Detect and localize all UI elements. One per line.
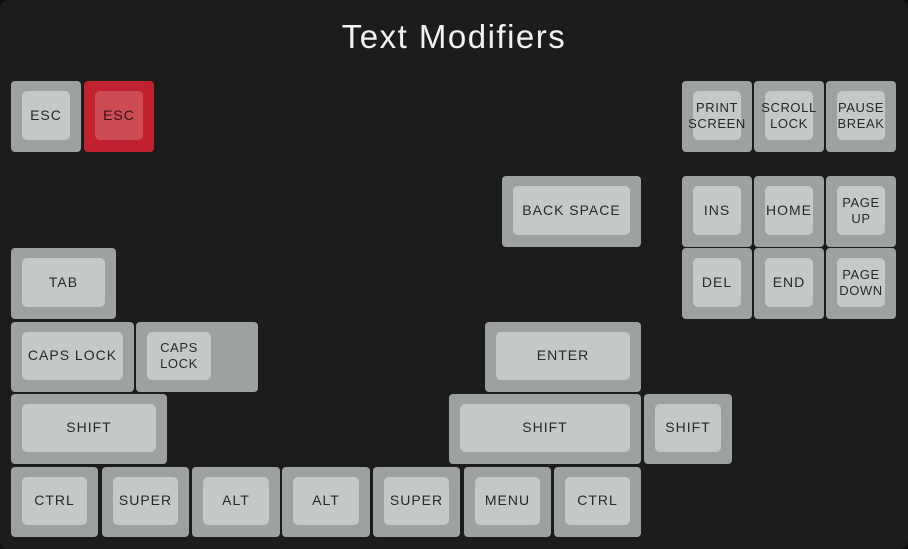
key-label: PRINT SCREEN: [688, 99, 746, 131]
key-esc-red[interactable]: ESC: [84, 81, 154, 152]
key-ctrl-left-top: CTRL: [22, 477, 87, 525]
key-scroll-lock-top: SCROLL LOCK: [761, 91, 816, 140]
key-label: SUPER: [118, 492, 173, 509]
key-label: SHIFT: [522, 419, 568, 436]
key-label: DEL: [701, 273, 733, 290]
key-label: SHIFT: [665, 419, 711, 436]
key-ins[interactable]: INS: [682, 176, 752, 247]
key-backspace[interactable]: BACK SPACE: [502, 176, 641, 247]
key-label: CAPS LOCK: [160, 340, 198, 371]
key-label: ALT: [222, 492, 250, 509]
key-enter-top: ENTER: [496, 332, 630, 380]
key-enter[interactable]: ENTER: [485, 322, 641, 392]
key-label: SUPER: [389, 492, 444, 509]
key-shift-left-top: SHIFT: [22, 404, 156, 452]
key-ctrl-right[interactable]: CTRL: [554, 467, 641, 537]
key-backspace-top: BACK SPACE: [513, 186, 630, 235]
key-home[interactable]: HOME: [754, 176, 824, 247]
key-del[interactable]: DEL: [682, 248, 752, 319]
key-ctrl-left[interactable]: CTRL: [11, 467, 98, 537]
key-shift-middle-top: SHIFT: [460, 404, 630, 452]
key-pause-break-top: PAUSE BREAK: [837, 91, 885, 140]
key-label: ESC: [30, 106, 62, 123]
key-label: BACK SPACE: [522, 201, 621, 218]
key-tab-top: TAB: [22, 258, 105, 307]
key-page-up[interactable]: PAGE UP: [826, 176, 896, 247]
key-caps-lock-stepped-top: CAPS LOCK: [147, 332, 211, 380]
key-caps-lock[interactable]: CAPS LOCK: [11, 322, 134, 392]
key-shift-right-top: SHIFT: [655, 404, 721, 452]
key-caps-lock-top: CAPS LOCK: [22, 332, 123, 380]
key-print-screen-top: PRINT SCREEN: [688, 91, 745, 140]
key-alt-right[interactable]: ALT: [282, 467, 370, 537]
key-label: PAGE UP: [842, 194, 880, 226]
key-ins-top: INS: [693, 186, 741, 235]
key-shift-right[interactable]: SHIFT: [644, 394, 732, 464]
key-super-left[interactable]: SUPER: [102, 467, 189, 537]
key-esc-red-top: ESC: [95, 91, 143, 140]
key-label: ENTER: [536, 347, 590, 364]
key-end[interactable]: END: [754, 248, 824, 319]
key-label: CTRL: [577, 492, 618, 509]
page-title: Text Modifiers: [341, 18, 567, 55]
key-label: PAUSE BREAK: [837, 99, 885, 131]
key-ctrl-right-top: CTRL: [565, 477, 630, 525]
key-label: ALT: [312, 492, 340, 509]
key-menu[interactable]: MENU: [464, 467, 551, 537]
key-label: INS: [703, 201, 731, 218]
key-super-left-top: SUPER: [113, 477, 178, 525]
key-caps-lock-stepped[interactable]: CAPS LOCK: [136, 322, 258, 392]
key-page-down-top: PAGE DOWN: [837, 258, 885, 307]
key-end-top: END: [765, 258, 813, 307]
key-label: SCROLL LOCK: [761, 99, 817, 131]
key-print-screen[interactable]: PRINT SCREEN: [682, 81, 752, 152]
key-shift-middle[interactable]: SHIFT: [449, 394, 641, 464]
key-esc[interactable]: ESC: [11, 81, 81, 152]
key-pause-break[interactable]: PAUSE BREAK: [826, 81, 896, 152]
key-scroll-lock[interactable]: SCROLL LOCK: [754, 81, 824, 152]
key-menu-top: MENU: [475, 477, 540, 525]
key-tab[interactable]: TAB: [11, 248, 116, 319]
key-page-up-top: PAGE UP: [837, 186, 885, 235]
key-page-down[interactable]: PAGE DOWN: [826, 248, 896, 319]
key-label: ESC: [103, 106, 135, 123]
key-super-right-top: SUPER: [384, 477, 449, 525]
key-shift-left[interactable]: SHIFT: [11, 394, 167, 464]
key-label: HOME: [766, 201, 812, 218]
key-label: END: [772, 273, 806, 290]
key-esc-top: ESC: [22, 91, 70, 140]
key-label: TAB: [48, 273, 79, 290]
key-del-top: DEL: [693, 258, 741, 307]
key-home-top: HOME: [765, 186, 813, 235]
key-alt-left-top: ALT: [203, 477, 269, 525]
key-super-right[interactable]: SUPER: [373, 467, 460, 537]
key-label: CAPS LOCK: [27, 347, 118, 364]
key-label: SHIFT: [66, 419, 112, 436]
key-alt-right-top: ALT: [293, 477, 359, 525]
key-label: PAGE DOWN: [839, 266, 883, 298]
key-label: MENU: [484, 492, 531, 509]
key-alt-left[interactable]: ALT: [192, 467, 280, 537]
key-label: CTRL: [34, 492, 75, 509]
